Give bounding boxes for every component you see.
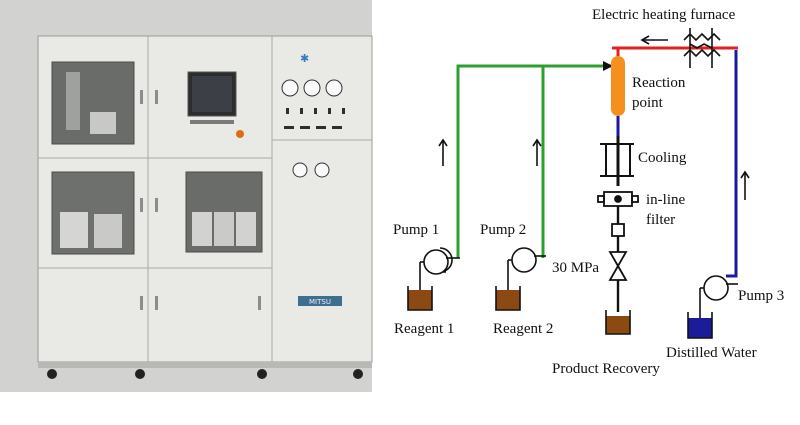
flow-diagram: Electric heating furnace Reaction point … xyxy=(393,7,784,377)
gauge-row-top xyxy=(281,79,343,97)
reagent1-beaker-icon xyxy=(407,286,433,311)
inline-filter-icon xyxy=(597,191,639,224)
caster xyxy=(257,369,267,379)
label-furnace: Electric heating furnace xyxy=(592,7,736,23)
label-product: Product Recovery xyxy=(552,361,660,377)
control-screen-face xyxy=(192,76,232,112)
door-handle xyxy=(155,90,158,104)
water-beaker-icon xyxy=(687,312,713,339)
control-buttons xyxy=(190,120,234,124)
vessel xyxy=(214,212,234,246)
reagent-feed-lines xyxy=(456,64,612,258)
reaction-tube xyxy=(611,56,625,116)
door-handle xyxy=(258,296,261,310)
label-water: Distilled Water xyxy=(666,345,757,361)
label-reagent1: Reagent 1 xyxy=(394,321,454,337)
label-reaction-point: point xyxy=(632,95,664,111)
heating-furnace-icon xyxy=(683,28,721,68)
vessel xyxy=(90,112,116,134)
up-arrow-icon xyxy=(438,138,448,166)
vessel xyxy=(66,72,80,130)
reagent1-feed-line xyxy=(456,64,612,258)
reagent2-beaker-icon xyxy=(495,286,521,311)
door-handle xyxy=(155,198,158,212)
label-pump2: Pump 2 xyxy=(480,222,526,238)
door-handle xyxy=(140,90,143,104)
water-liquid xyxy=(688,318,712,338)
product-liquid xyxy=(606,316,630,334)
caster xyxy=(135,369,145,379)
caster xyxy=(353,369,363,379)
reagent2-liquid xyxy=(496,290,520,310)
pump3-icon xyxy=(699,275,738,338)
cooling-unit-icon xyxy=(600,136,634,186)
label-pump1: Pump 1 xyxy=(393,222,439,238)
water-feed-line xyxy=(726,50,738,278)
vessel xyxy=(94,214,122,248)
label-cooling: Cooling xyxy=(638,150,687,166)
label-reagent2: Reagent 2 xyxy=(493,321,553,337)
label-pump3: Pump 3 xyxy=(738,288,784,304)
brand-plate xyxy=(298,296,342,306)
gauge-row-bottom xyxy=(292,162,330,178)
door-handle xyxy=(155,296,158,310)
reagent1-liquid xyxy=(408,290,432,310)
product-beaker-icon xyxy=(605,310,631,335)
door-handle xyxy=(140,296,143,310)
vessel xyxy=(192,212,212,246)
label-filter-2: filter xyxy=(646,212,675,228)
label-pressure: 30 MPa xyxy=(552,260,599,276)
emergency-button xyxy=(236,130,244,138)
up-arrow-icon xyxy=(532,138,542,166)
caster xyxy=(47,369,57,379)
up-arrow-icon xyxy=(740,170,750,200)
cabinet-base xyxy=(38,362,372,368)
brand-plate-text: MITSU xyxy=(309,298,331,306)
vessel xyxy=(60,212,88,248)
flow-arrows xyxy=(438,35,750,200)
pressure-valve-icon xyxy=(608,223,628,312)
vessel xyxy=(236,212,256,246)
logo-mark: ✱ xyxy=(300,52,309,65)
left-arrow-icon xyxy=(640,35,668,45)
door-handle xyxy=(140,198,143,212)
label-reaction: Reaction xyxy=(632,75,686,91)
valve-row xyxy=(284,108,345,129)
right-arrow-icon xyxy=(603,61,613,71)
label-filter-1: in-line xyxy=(646,192,685,208)
apparatus-photo: ✱ MITSU xyxy=(0,0,373,392)
